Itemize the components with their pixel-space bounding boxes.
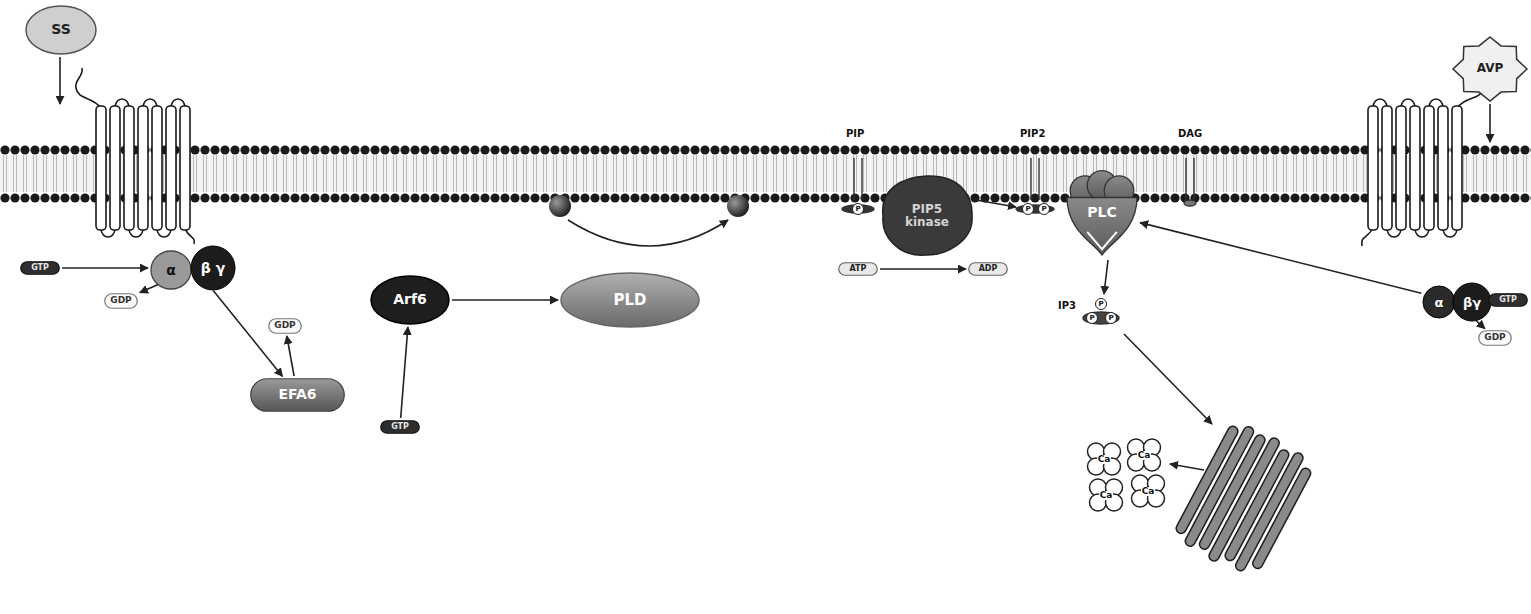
receptor-left	[76, 68, 195, 244]
molecule-label: DAG	[1178, 128, 1202, 139]
phosphate-label: P	[1086, 312, 1098, 324]
kinase-blob: PIP5 kinase	[880, 175, 974, 257]
pathway-arrow	[62, 267, 148, 269]
pathway-arrow	[880, 268, 966, 270]
gdp-pill: GDP	[1478, 330, 1512, 346]
node-label: Ca	[1137, 451, 1152, 460]
arf6-ellipse: Arf6	[370, 275, 450, 325]
gdp-pill: GDP	[268, 318, 302, 334]
text-slot: α	[1427, 294, 1451, 310]
node-label: GTP	[391, 423, 409, 432]
lipid-bilayer	[0, 143, 1531, 204]
calcium-cluster: Ca	[1088, 478, 1124, 512]
node-label: Ca	[1141, 487, 1156, 496]
node-label: GDP	[1484, 333, 1505, 343]
pathway-arrow	[452, 299, 558, 301]
adp-pill: ADP	[968, 262, 1008, 276]
pathway-arrows	[976, 200, 1212, 470]
g-protein: α β γ	[150, 245, 240, 291]
pathway-arrow	[287, 336, 294, 376]
node-label: Ca	[1097, 455, 1112, 464]
atp-pill: ATP	[838, 262, 878, 276]
text-slot: βγ	[1456, 292, 1488, 312]
node-label: ADP	[979, 265, 998, 274]
subunit-label: βγ	[1463, 295, 1481, 310]
node-label: SS	[51, 22, 71, 37]
node-label: ATP	[850, 265, 867, 274]
calcium-cluster: Ca	[1130, 474, 1166, 508]
node-label: PLC	[1087, 205, 1116, 220]
node-label: GTP	[31, 264, 49, 273]
gdp-pill: GDP	[104, 293, 138, 309]
membrane-protein-pld-cycle	[549, 195, 749, 246]
node-label: GDP	[274, 321, 295, 331]
molecule-label: IP3	[1058, 300, 1076, 311]
phosphate-label: P	[852, 203, 864, 215]
text-slot: β γ	[192, 257, 234, 279]
node-label: Ca	[1099, 491, 1114, 500]
pathway-arrow	[1140, 223, 1421, 294]
ligand-arrows	[60, 57, 1490, 142]
g-protein-outline	[150, 245, 240, 291]
molecule-label: PIP	[846, 128, 864, 139]
receptor-right	[1362, 90, 1482, 246]
node-label: PLD	[613, 292, 646, 309]
subunit-label: β γ	[201, 260, 225, 276]
gtp-pill: GTP	[380, 420, 420, 434]
phosphate-label: P	[1105, 312, 1117, 324]
lipid-molecules	[842, 158, 1196, 324]
text-slot: α	[156, 261, 186, 279]
g-protein-outline	[1420, 282, 1492, 322]
ligand-star: AVP	[1452, 36, 1528, 102]
pathway-arrow	[401, 327, 408, 418]
node-label: AVP	[1477, 62, 1504, 75]
gtp-pill: GTP	[20, 261, 60, 275]
pathway-arrow	[1476, 321, 1485, 329]
g-protein: α βγ	[1420, 282, 1492, 322]
pathway-arrow	[213, 291, 282, 377]
calcium-cluster: Ca	[1126, 438, 1162, 472]
plc-blob: PLC	[1065, 170, 1139, 256]
subunit-label: α	[1435, 295, 1444, 310]
node-label: EFA6	[278, 387, 316, 402]
phosphate-label: P	[1022, 203, 1034, 215]
phosphate-label: P	[1038, 203, 1050, 215]
subunit-label: α	[166, 262, 176, 278]
node-label: GTP	[1499, 296, 1517, 305]
ligand-ellipse: SS	[25, 5, 97, 55]
pathway-arrow	[140, 284, 160, 293]
endoplasmic-reticulum	[1170, 417, 1318, 583]
node-label: Arf6	[393, 292, 427, 307]
molecule-label: PIP2	[1020, 128, 1045, 139]
pld-ellipse: PLD	[560, 272, 700, 328]
phosphate-label: P	[1095, 298, 1107, 310]
gtp-pill: GTP	[1488, 293, 1528, 307]
gef-pill: EFA6	[250, 378, 345, 412]
node-label: GDP	[110, 296, 131, 306]
node-label: PIP5 kinase	[891, 203, 963, 229]
calcium-cluster: Ca	[1086, 442, 1122, 476]
